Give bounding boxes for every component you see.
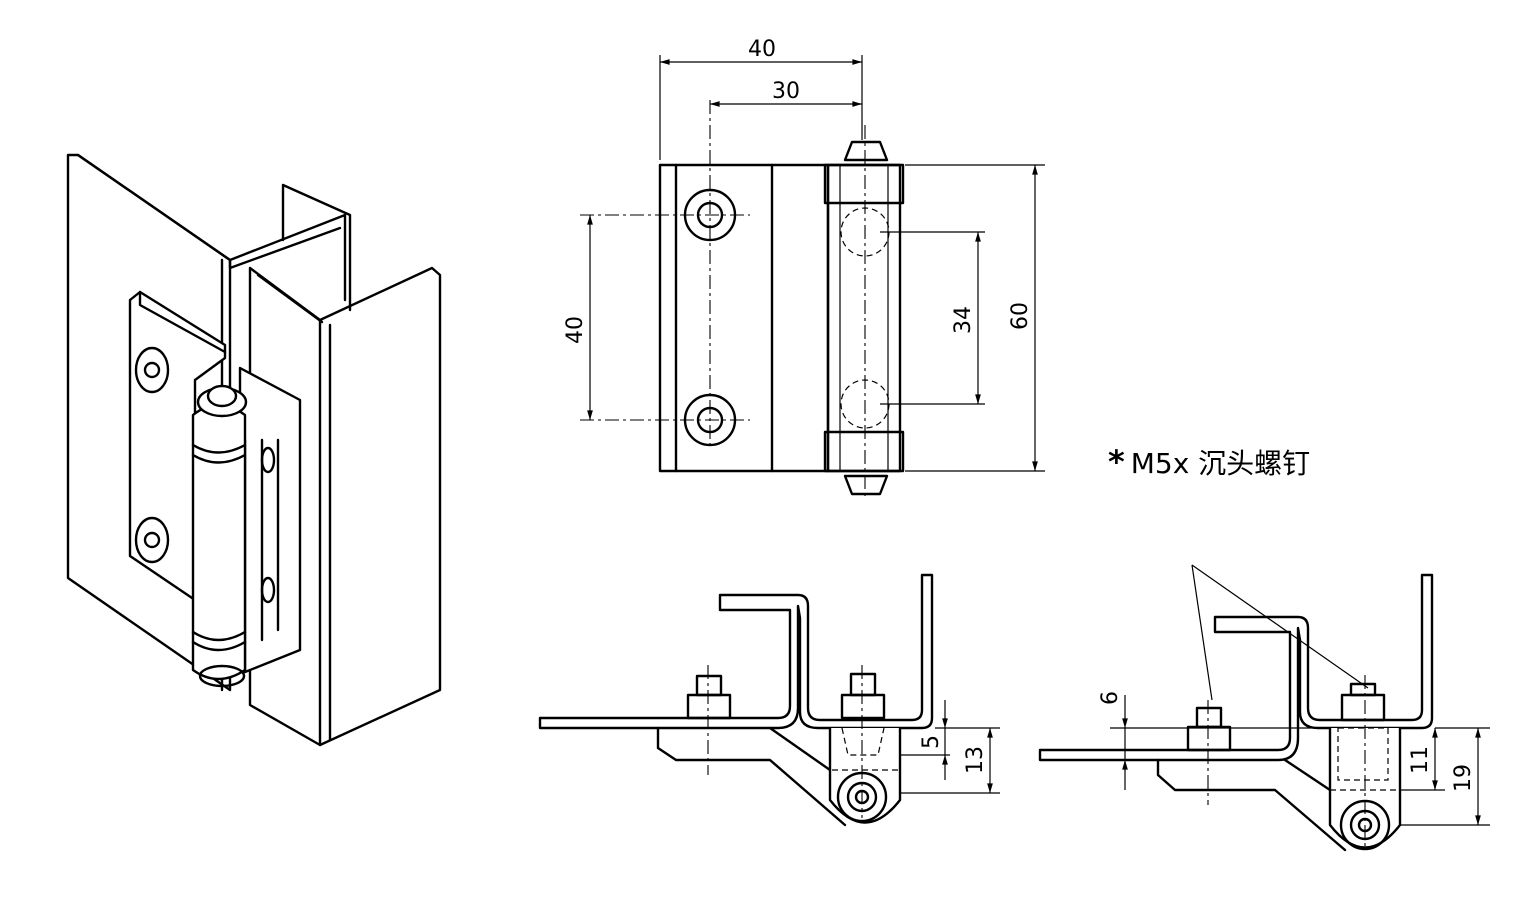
dim-width-40: 40 — [748, 37, 776, 62]
dim-section1-13: 13 — [963, 746, 988, 774]
dim-section1-5: 5 — [919, 735, 944, 749]
section-view-2: 6 11 19 — [1038, 564, 1490, 852]
dim-height-34: 34 — [951, 306, 976, 334]
section-view-1: 5 13 — [538, 573, 1000, 827]
note-text: M5x 沉头螺钉 — [1130, 447, 1311, 480]
dim-section2-6: 6 — [1098, 691, 1123, 705]
countersunk-screw-note: *M5x 沉头螺钉 — [1108, 442, 1310, 482]
dim-width-30: 30 — [772, 79, 800, 104]
dim-section2-11: 11 — [1408, 746, 1433, 774]
dim-height-40: 40 — [563, 316, 588, 344]
dim-section2-19: 19 — [1451, 764, 1476, 792]
front-view: 40 30 40 34 60 — [563, 37, 1045, 500]
isometric-view — [66, 153, 442, 747]
dim-height-60: 60 — [1008, 302, 1033, 330]
note-asterisk: * — [1108, 443, 1125, 481]
